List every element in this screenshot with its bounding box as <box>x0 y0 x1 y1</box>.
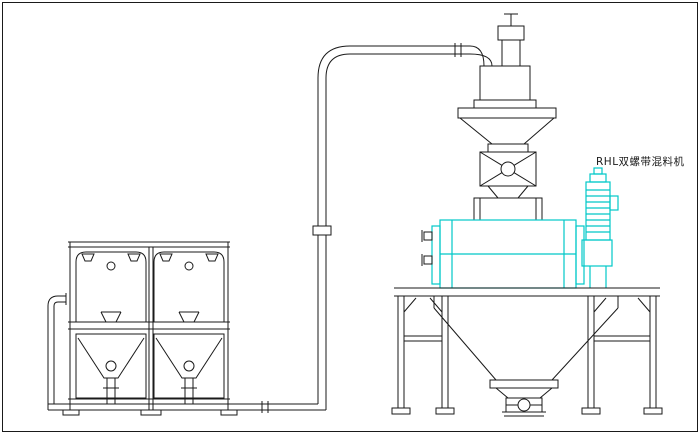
mixer-gearbox <box>581 239 613 288</box>
discharge-valve <box>502 397 546 417</box>
bag-station-frame <box>62 241 238 416</box>
conveying-pipe-riser <box>312 78 332 410</box>
feed-column <box>457 13 557 221</box>
lower-bin-1 <box>75 333 147 404</box>
feeder-receiver <box>473 65 537 109</box>
ribbon-mixer-drum <box>431 219 585 289</box>
conveying-pipe-top <box>317 43 493 79</box>
mixer-motor <box>585 167 619 241</box>
bag-station <box>47 241 238 416</box>
intake-pipe <box>47 293 67 404</box>
drum-nozzles <box>421 230 433 266</box>
conveying-pipe-bottom <box>47 401 326 413</box>
inlet-chute <box>473 185 543 221</box>
mixer-label: RHL双螺带混料机 <box>596 155 685 168</box>
conveying-pipework <box>47 43 493 413</box>
lower-bin-2 <box>153 333 225 404</box>
feeder-cap <box>497 13 525 66</box>
discharge-hopper <box>433 296 619 417</box>
feed-hopper <box>457 107 557 153</box>
top-bin-2 <box>153 251 225 323</box>
ribbon-mixer: RHL双螺带混料机 <box>421 155 685 289</box>
support-platform <box>391 287 663 415</box>
top-bin-1 <box>75 251 147 323</box>
butterfly-valve <box>479 151 537 187</box>
